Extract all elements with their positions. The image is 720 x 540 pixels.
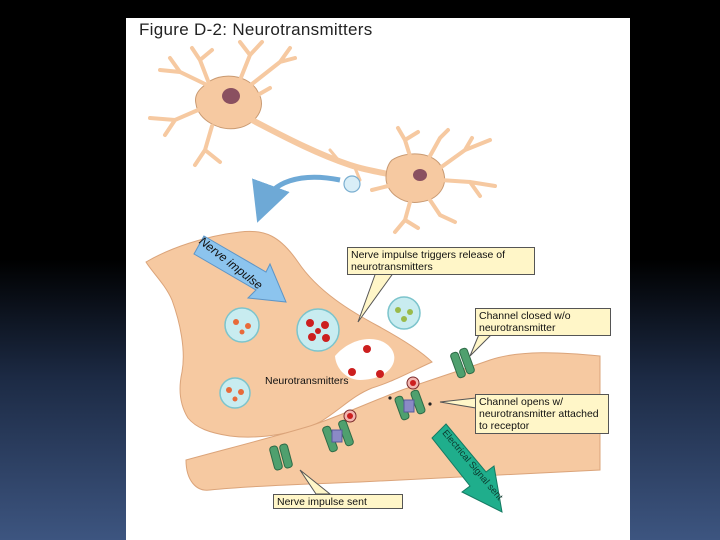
presynaptic-terminal <box>145 230 433 438</box>
neuron-cell-body-upper <box>148 40 395 182</box>
receptor-channels <box>269 347 475 471</box>
channel-left <box>269 443 293 471</box>
callout-channel-opens: Channel opens w/ neurotransmitter attach… <box>475 394 609 434</box>
vesicle-3 <box>387 296 421 330</box>
callout-nerve-impulse-sent: Nerve impulse sent <box>273 494 403 509</box>
channel-open <box>394 389 426 421</box>
vesicle-1 <box>224 307 260 343</box>
callout-channel-closed: Channel closed w/o neurotransmitter <box>475 308 611 336</box>
nucleus-lower <box>413 169 427 181</box>
nucleus-upper <box>222 88 240 104</box>
electrical-signal-arrow <box>431 423 503 513</box>
receptor-heads <box>343 376 420 423</box>
channel-lower <box>322 419 354 453</box>
callout-release: Nerve impulse triggers release of neurot… <box>347 247 535 275</box>
synapse-magnifier-icon <box>343 175 361 193</box>
neurotransmitters-label: Neurotransmitters <box>265 375 349 387</box>
vesicles <box>219 296 421 409</box>
channel-closed <box>450 347 475 379</box>
neuron-cell-body-lower <box>370 126 497 234</box>
nerve-impulse-arrow <box>193 235 287 303</box>
zoom-arrow <box>252 174 341 223</box>
figure-title: Figure D-2: Neurotransmitters <box>139 20 373 39</box>
vesicle-4 <box>219 377 251 409</box>
